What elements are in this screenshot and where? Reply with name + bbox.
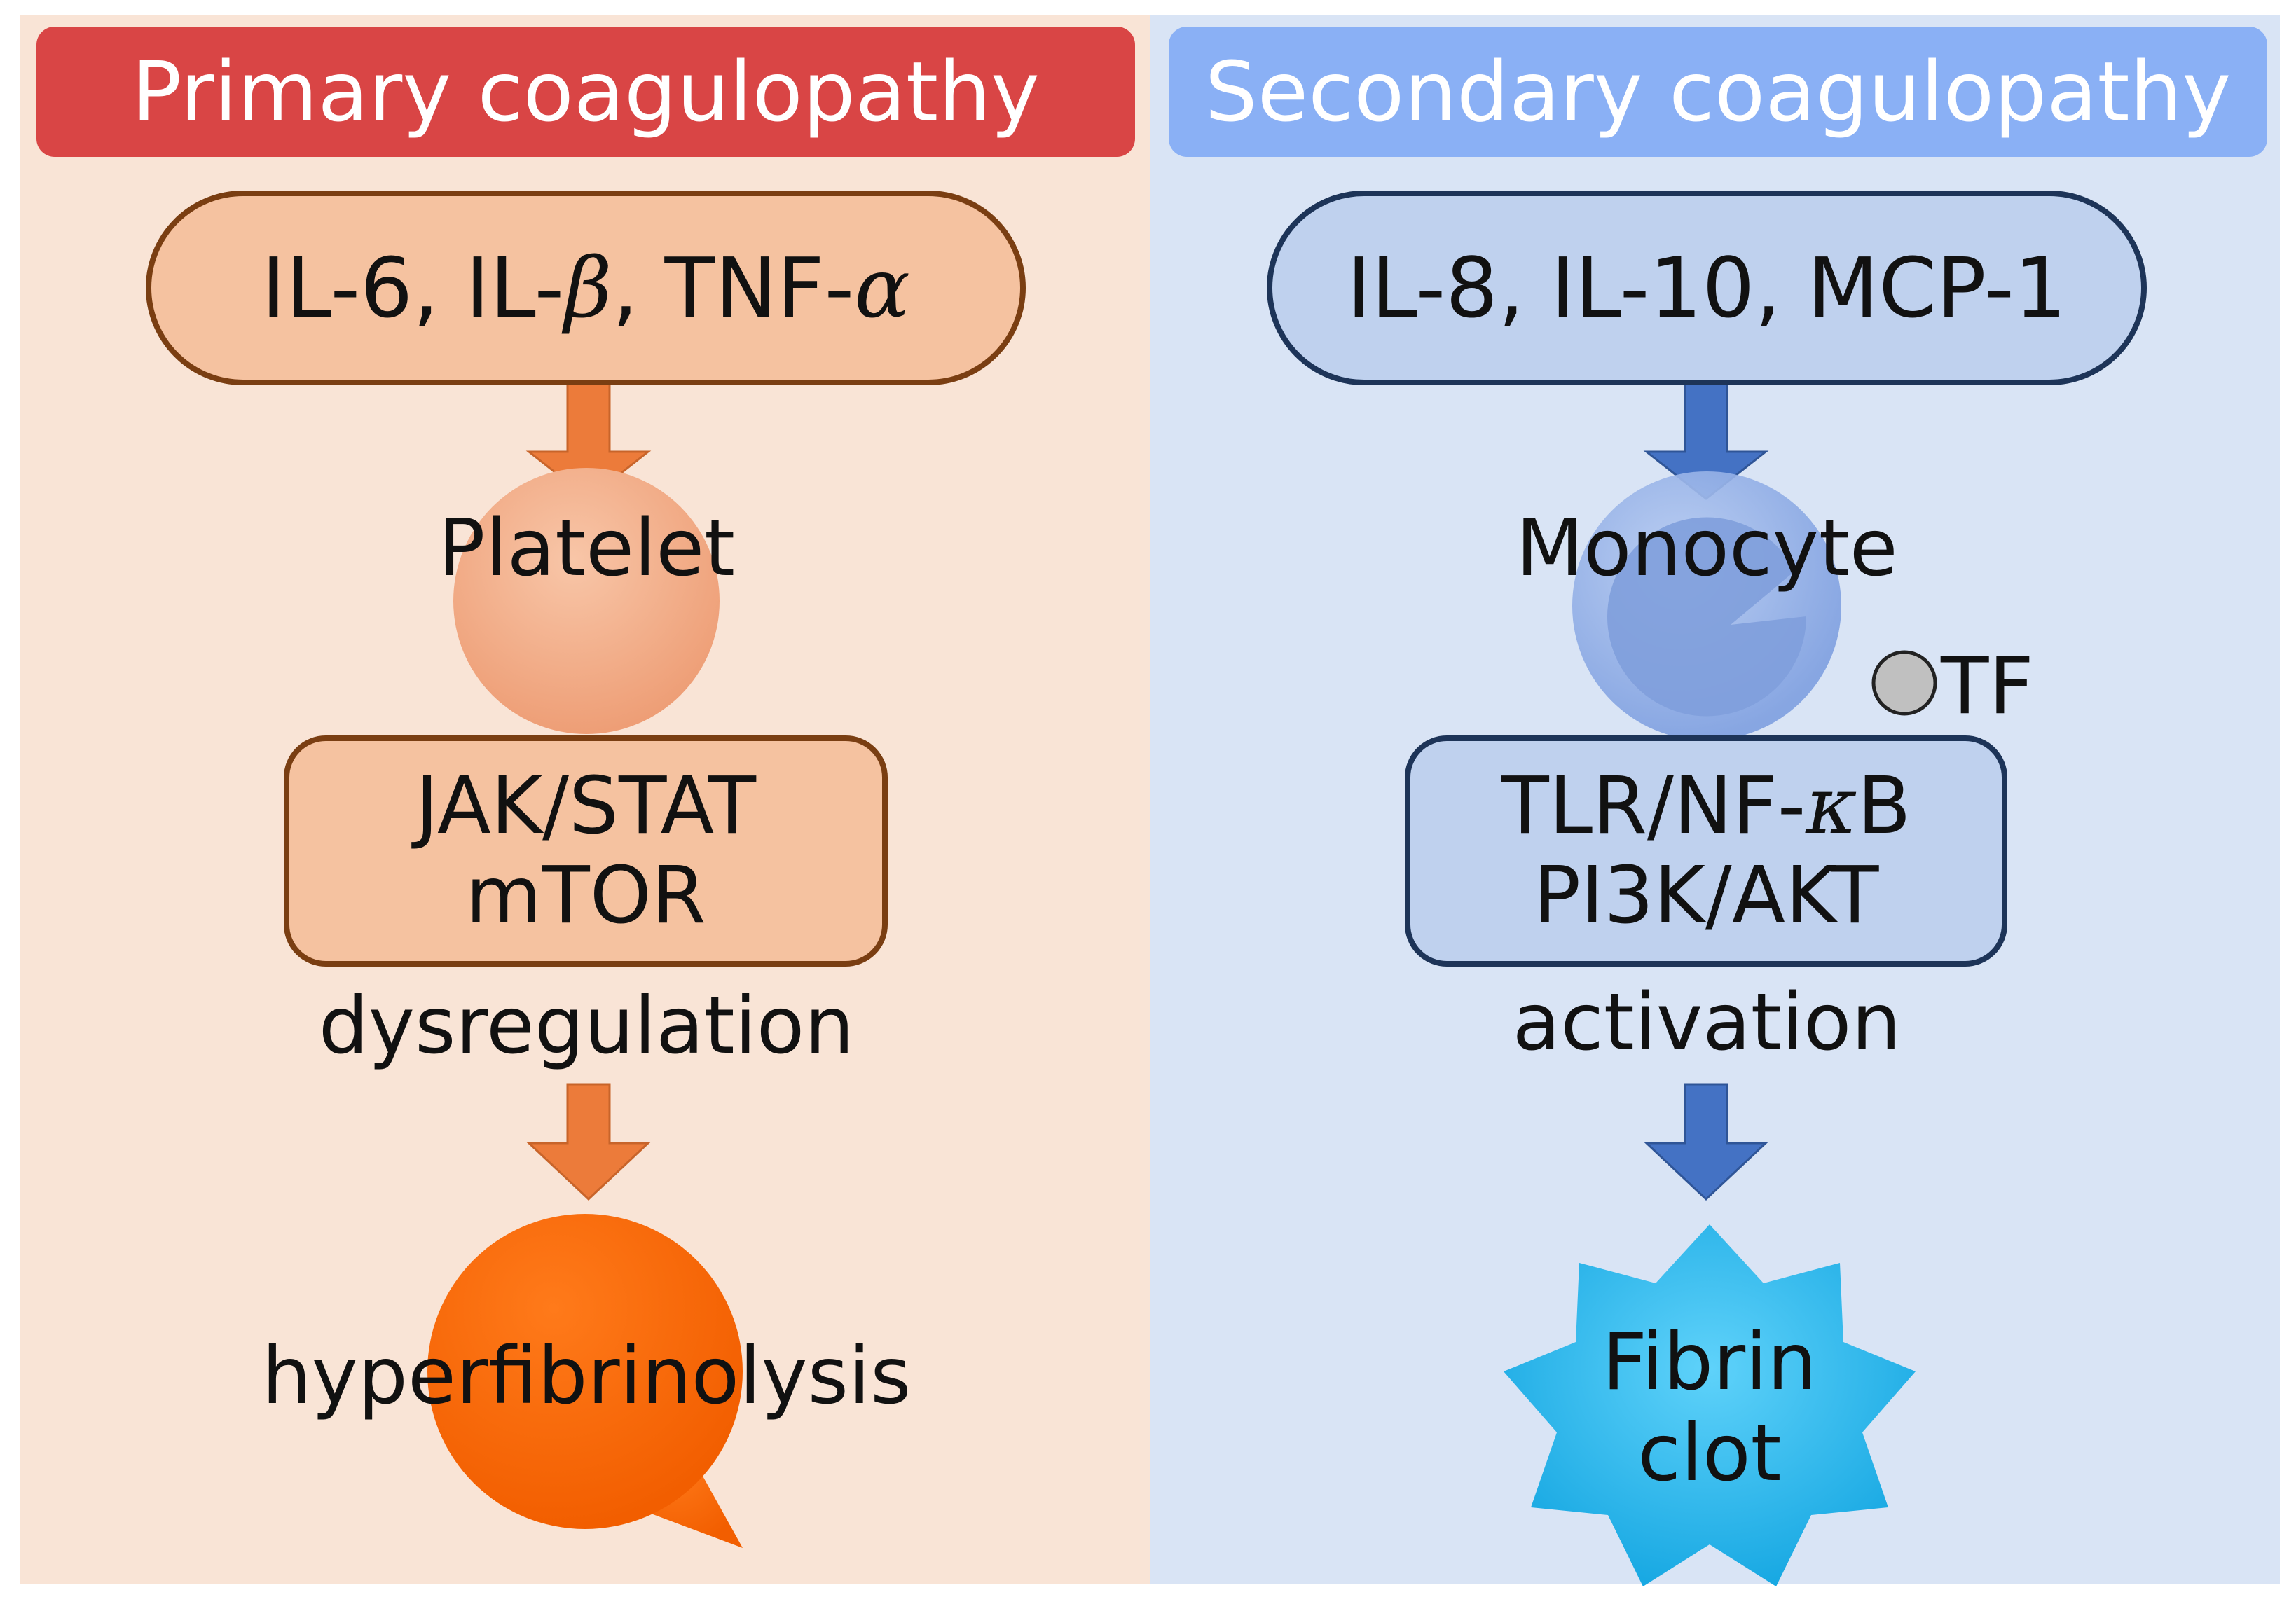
monocyte-label: Monocyte [1515, 503, 1898, 594]
beta-symbol: β [564, 240, 612, 336]
fibrin-clot-line2: clot [1637, 1408, 1782, 1499]
primary-pathway-box: JAK/STAT mTOR [284, 735, 888, 967]
secondary-cytokines-pill: IL-8, IL-10, MCP-1 [1267, 191, 2147, 385]
secondary-header: Secondary coagulopathy [1169, 27, 2267, 157]
secondary-pathway-line1-prefix: TLR/NF- [1501, 761, 1806, 852]
kappa-symbol: κ [1806, 761, 1857, 852]
platelet-icon [453, 468, 720, 734]
secondary-pathway-line1: TLR/NF-κB [1501, 761, 1911, 851]
secondary-effect-label: activation [1512, 977, 1902, 1068]
primary-cytokines-prefix: IL-6, IL- [261, 240, 565, 336]
fibrin-clot-line1: Fibrin [1602, 1317, 1817, 1408]
secondary-cytokines: IL-8, IL-10, MCP-1 [1347, 240, 2067, 336]
primary-cytokines-pill: IL-6, IL-β, TNF-α [146, 191, 1026, 385]
primary-pathway-line1: JAK/STAT [415, 761, 756, 852]
fibrin-clot-icon [1504, 1224, 1916, 1586]
fibrinolysis-bubble-icon [427, 1214, 743, 1548]
secondary-pathway-line1-suffix: B [1857, 761, 1911, 852]
primary-pathway-line2: mTOR [465, 850, 706, 941]
secondary-arrow-2 [1644, 1083, 1768, 1201]
primary-cytokines-mid: , TNF- [612, 240, 855, 336]
secondary-title: Secondary coagulopathy [1204, 43, 2232, 140]
secondary-pathway-box: TLR/NF-κB PI3K/AKT [1405, 735, 2007, 967]
alpha-symbol: α [854, 240, 910, 336]
secondary-pathway-line2: PI3K/AKT [1533, 850, 1879, 941]
platelet-label: Platelet [437, 503, 736, 594]
tf-label: TF [1941, 641, 2034, 732]
primary-header: Primary coagulopathy [36, 27, 1135, 157]
primary-arrow-2 [526, 1083, 651, 1201]
primary-title: Primary coagulopathy [132, 43, 1040, 140]
primary-outcome-label: hyperfibrinolysis [261, 1331, 912, 1422]
fibrin-clot-label: Fibrin clot [1534, 1317, 1885, 1499]
monocyte-icon [1572, 471, 1841, 740]
tf-dot-icon [1871, 650, 1937, 716]
primary-effect-label: dysregulation [318, 981, 855, 1072]
